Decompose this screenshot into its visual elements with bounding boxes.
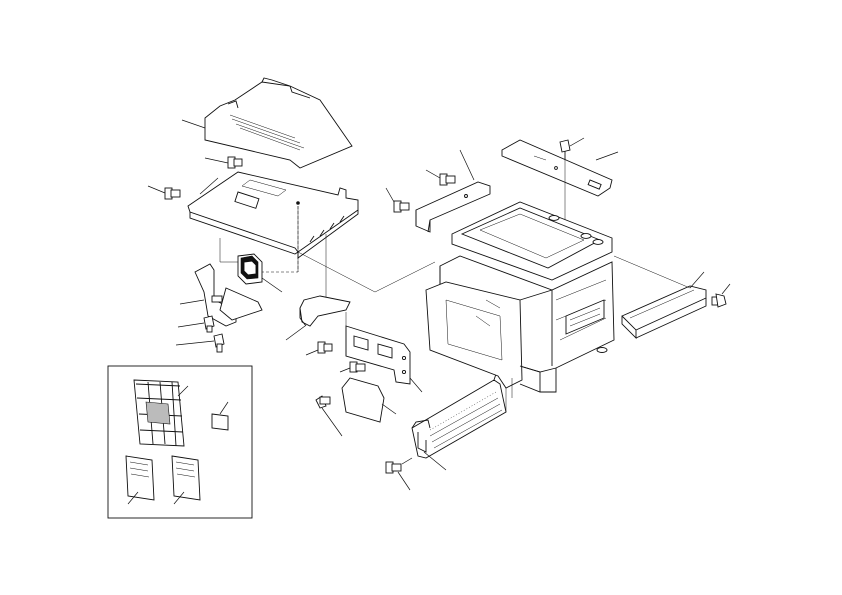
leader-line — [219, 401, 229, 415]
leader-line — [127, 491, 139, 505]
top-cover — [204, 77, 353, 169]
guide-rail-left — [415, 181, 491, 233]
right-rail — [621, 285, 707, 340]
leader-line — [689, 271, 705, 289]
screw-icon — [339, 361, 366, 373]
upper-frame — [187, 171, 359, 259]
leader-line — [381, 403, 397, 415]
screw-icon — [711, 283, 731, 308]
leader-line — [179, 299, 205, 305]
leader-line — [261, 277, 283, 293]
screw-icon — [385, 187, 410, 213]
decal-icon — [133, 379, 185, 447]
screw-icon — [147, 185, 181, 200]
screw-icon — [204, 156, 243, 169]
screw-icon — [175, 333, 225, 353]
rear-bracket — [194, 263, 263, 327]
manual-icon — [171, 455, 201, 501]
leader-line — [423, 451, 447, 471]
leader-line — [181, 119, 206, 129]
top-stay — [501, 139, 613, 197]
manual-icon — [125, 455, 155, 501]
connector-plate — [345, 325, 411, 385]
lower-guide — [411, 373, 507, 459]
small-cover — [341, 377, 385, 423]
accessory-box — [107, 365, 253, 519]
screw-icon — [315, 395, 343, 437]
screw-icon — [305, 341, 333, 356]
opening-frame — [237, 253, 263, 285]
leader-line — [285, 325, 306, 341]
leader-line — [595, 151, 619, 161]
leader-line — [177, 385, 189, 397]
leader-line — [199, 177, 219, 195]
front-bracket-plate — [299, 295, 351, 327]
leader-line — [409, 377, 423, 393]
label-icon — [211, 413, 229, 431]
screw-icon — [425, 169, 456, 186]
main-unit — [425, 201, 615, 393]
screw-icon — [559, 137, 585, 222]
screw-icon — [385, 457, 413, 491]
leader-line — [459, 149, 475, 181]
screw-icon — [177, 315, 215, 333]
leader-line — [173, 491, 185, 505]
